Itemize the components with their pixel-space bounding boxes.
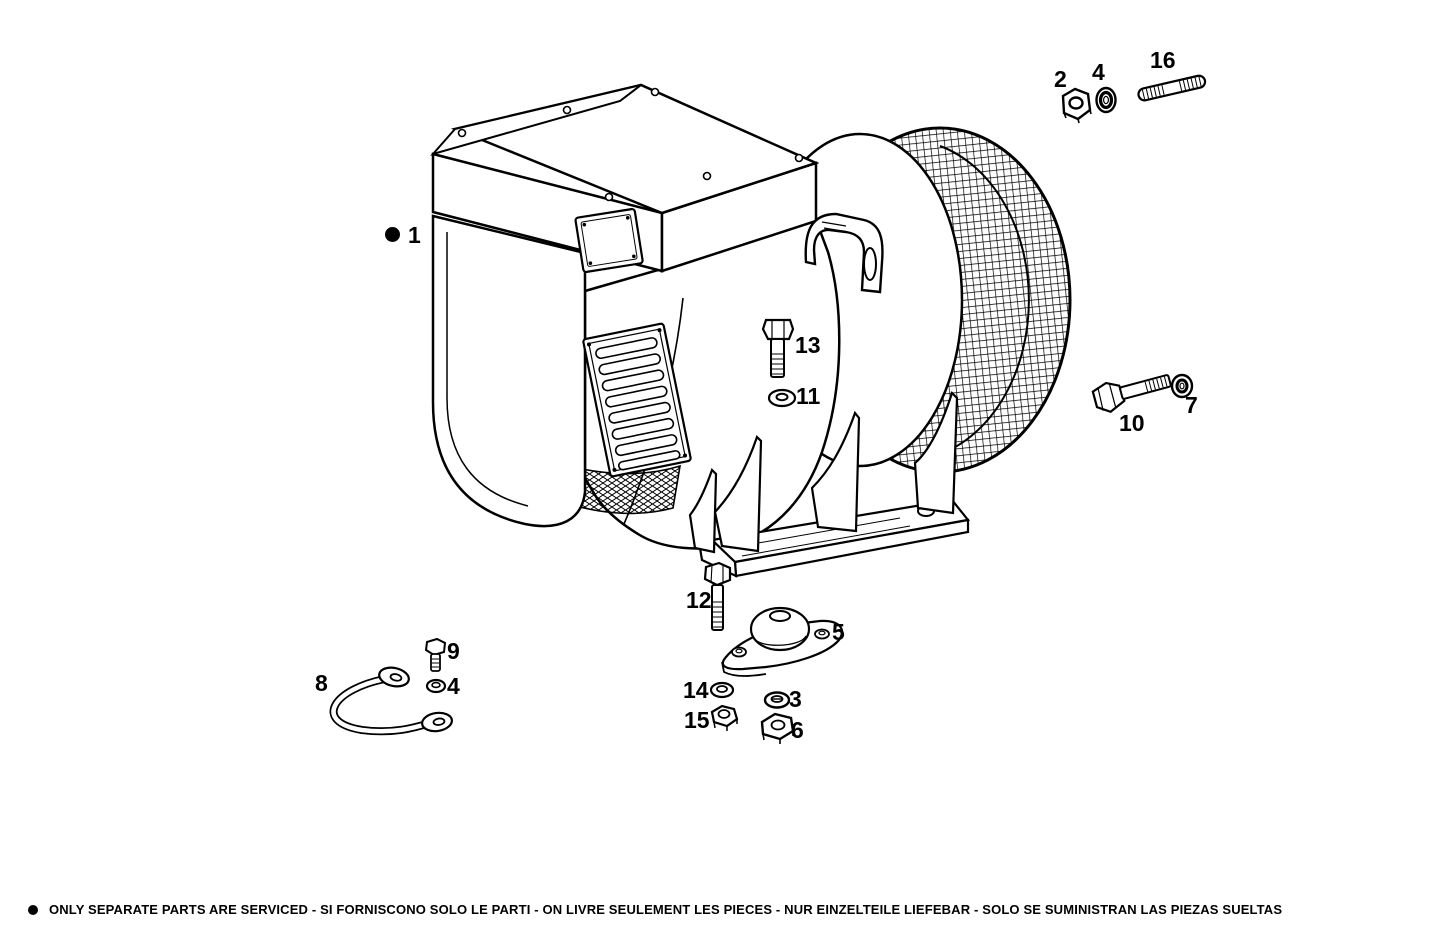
lifting-hook [804,212,884,294]
gusset-left [688,467,718,554]
mounting-base [688,390,971,578]
cable-ring-terminal [378,666,410,688]
callout-10: 10 [1119,410,1145,436]
callout-7: 7 [1185,392,1198,418]
cover-screw [702,171,712,181]
callout-4-top: 4 [1092,59,1105,85]
part-5-rubber-mount [721,606,844,677]
callout-6: 6 [791,717,804,743]
callout-3: 3 [789,686,802,712]
callout-16: 16 [1150,47,1176,73]
end-bell [431,214,587,528]
gusset-3 [913,390,959,515]
part-15-hex-nut [710,704,739,731]
part-11-washer [767,388,797,408]
callout-13: 13 [795,332,821,358]
part-10-hex-bolt [1091,374,1172,414]
cover-screw [794,153,804,163]
callout-15: 15 [684,707,710,733]
callout-5: 5 [832,619,845,645]
footer-bullet-icon [28,904,38,915]
callout-14: 14 [683,677,709,703]
part-4-washer-bottom [425,678,447,694]
part-4-washer-top [1095,86,1117,114]
part-6-hex-nut [760,712,795,744]
part-7-washer [1170,373,1194,399]
callout-9: 9 [447,638,460,664]
callout-12: 12 [686,587,712,613]
cable-ring-terminal [420,711,454,733]
cover-screw [457,128,467,138]
callout-1-label: 1 [408,222,421,248]
terminal-box [430,83,820,274]
service-note-text: ONLY SEPARATE PARTS ARE SERVICED - SI FO… [49,902,1283,917]
part-3-washer [763,691,791,709]
cover-screw [604,192,614,202]
callout-8: 8 [315,670,328,696]
cover-screw [650,87,660,97]
part-8-ground-cable [329,666,454,736]
serviced-bullet-icon [385,227,400,242]
part-12-hex-bolt [703,561,732,631]
cover-screw [562,105,572,115]
callout-1: 1 [385,224,421,247]
part-2-hex-nut [1061,87,1092,124]
callout-4-bottom: 4 [447,673,460,699]
callout-2: 2 [1054,66,1067,92]
gusset-2 [810,410,861,533]
part-16-stud [1137,74,1207,102]
access-plate [574,207,644,274]
part-13-hex-bolt [761,318,795,378]
part-14-washer [709,681,735,699]
louver-panel [582,322,692,478]
gusset-1 [713,434,763,553]
service-note: ONLY SEPARATE PARTS ARE SERVICED - SI FO… [28,902,1282,917]
callout-11: 11 [796,383,821,409]
part-9-screw [424,637,447,672]
